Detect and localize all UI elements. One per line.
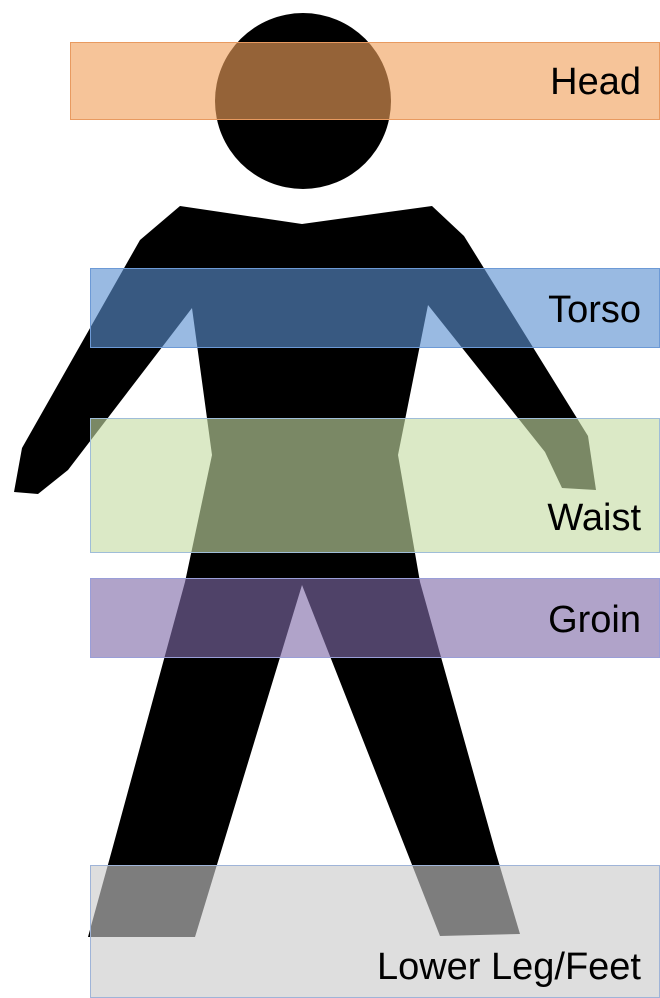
waist-label: Waist <box>547 499 641 537</box>
groin-band: Groin <box>90 578 660 658</box>
torso-label: Torso <box>548 291 641 329</box>
lower-leg-feet-label: Lower Leg/Feet <box>377 948 641 986</box>
groin-label: Groin <box>548 601 641 639</box>
head-band: Head <box>70 42 660 120</box>
waist-band: Waist <box>90 418 660 553</box>
torso-band: Torso <box>90 268 660 348</box>
lower-leg-feet-band: Lower Leg/Feet <box>90 865 660 998</box>
head-label: Head <box>550 63 641 101</box>
